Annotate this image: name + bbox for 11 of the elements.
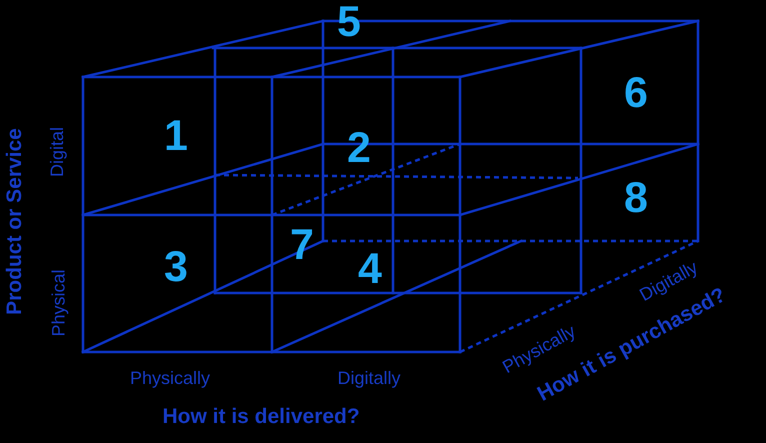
cell-number: 1 <box>164 114 188 158</box>
cell-number: 8 <box>624 176 648 220</box>
cell-number: 4 <box>358 248 382 290</box>
axis-label: Digitally <box>338 369 401 387</box>
axis-title: Product or Service <box>3 128 24 314</box>
axis-label: Physically <box>130 369 210 387</box>
cell-number: 3 <box>164 246 188 288</box>
axis-label: Digital <box>48 126 66 178</box>
axis-label: Physical <box>49 269 68 337</box>
cell-number: 6 <box>624 72 648 114</box>
axis-title: How it is delivered? <box>162 406 360 426</box>
